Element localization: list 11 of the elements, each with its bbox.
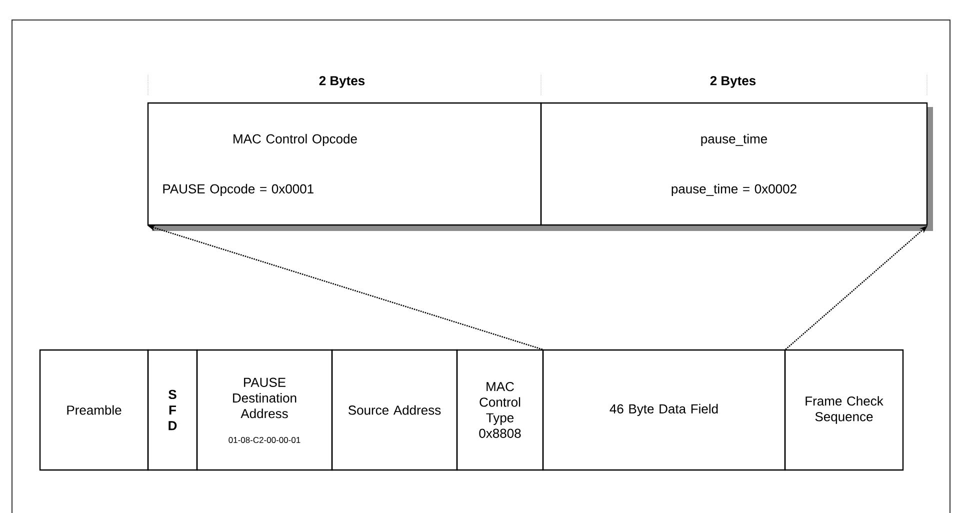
field-box: MAC Control Type 0x8808 <box>456 349 544 471</box>
expanded-field-box: MAC Control Opcode PAUSE Opcode = 0x0001 <box>147 102 542 226</box>
field-box: Source Address <box>331 349 458 471</box>
field-box: 46 Byte Data Field <box>542 349 786 471</box>
field-box: PAUSE Destination Address 01-08-C2-00-00-01 <box>196 349 333 471</box>
field-box: Preamble <box>39 349 149 471</box>
dimension-label: 2 Bytes <box>710 76 756 88</box>
field-box: Frame Check Sequence <box>784 349 904 471</box>
expanded-field-box: pause_time pause_time = 0x0002 <box>540 102 928 226</box>
dimension-label: 2 Bytes <box>319 76 365 88</box>
field-box: S F D <box>147 349 198 471</box>
